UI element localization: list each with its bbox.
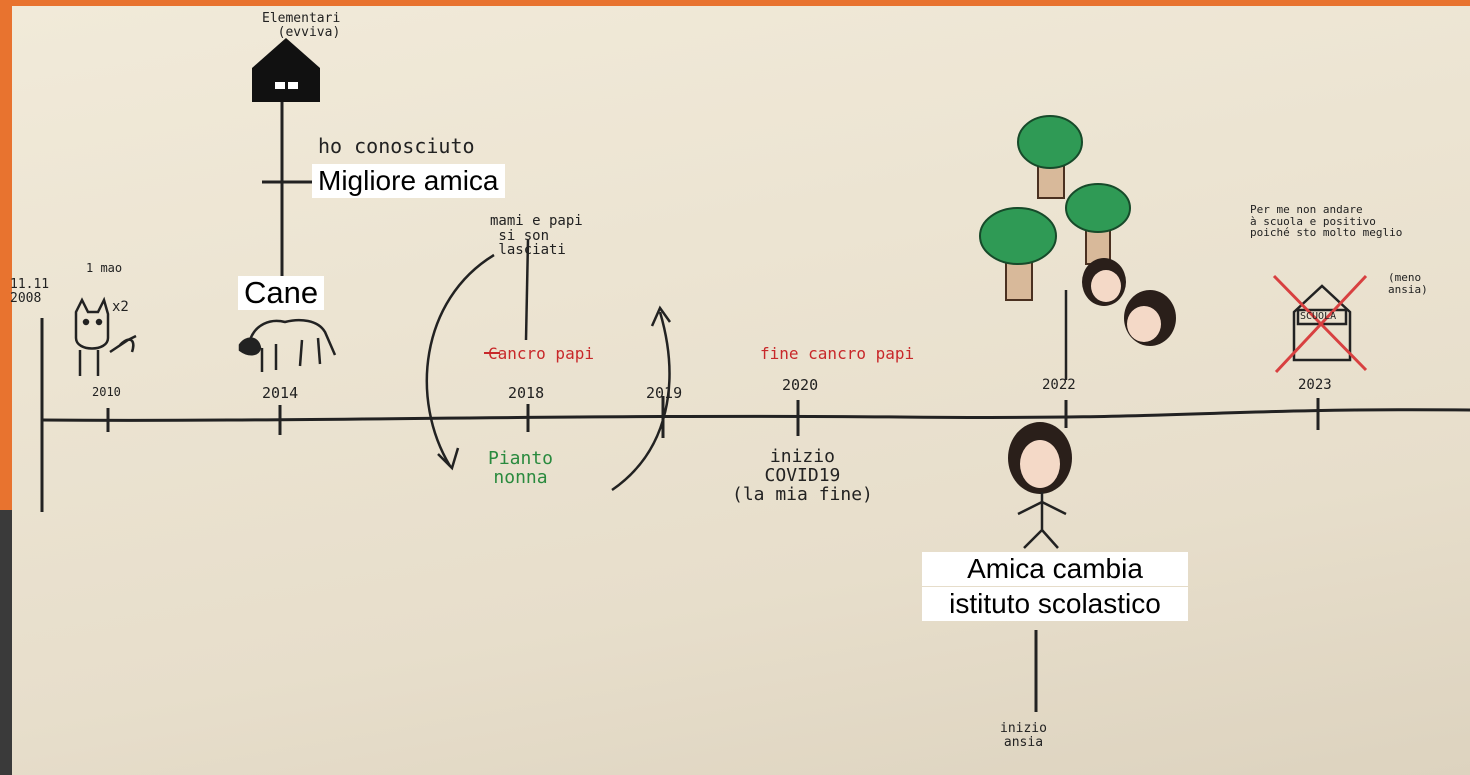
year-label: 2019 (646, 384, 683, 402)
year-label: 2023 (1298, 377, 1332, 393)
house-icon (252, 38, 320, 102)
tree-icon (979, 207, 1057, 301)
school-note: Per me non andare à scuola e positivo po… (1250, 203, 1403, 240)
orange-frame-left (0, 0, 12, 520)
tree-icon (1065, 183, 1131, 265)
year-label: 2010 (92, 385, 121, 399)
covid-note: inizio COVID19 (la mia fine) (732, 446, 873, 505)
school-sign-text: SCUOLA (1300, 311, 1337, 322)
arrow-up-right (611, 311, 671, 492)
friend-change-label-line2: istituto scolastico (922, 587, 1188, 621)
best-friend-label: Migliore amica (312, 164, 505, 198)
year-label: 2022 (1042, 377, 1076, 393)
parents-note: mami e papi si son lasciati (490, 213, 583, 259)
dark-frame-left (0, 510, 12, 775)
start-date: 11.11 2008 (10, 277, 50, 306)
cat-times-note: x2 (112, 299, 129, 315)
arrowhead-up (650, 305, 672, 327)
arrowhead-down (437, 447, 460, 471)
cross-icon (1272, 274, 1368, 374)
dog-label: Cane (238, 276, 325, 310)
arrow-down-left (425, 253, 495, 467)
cancer-note: Cancro papi (488, 344, 594, 363)
face-icon (1082, 258, 1126, 306)
grandma-note: Pianto nonna (488, 448, 554, 488)
dog-icon (238, 318, 337, 372)
year-label: 2020 (782, 376, 819, 394)
tree-icon (1017, 115, 1083, 199)
cat-icon (74, 296, 137, 376)
cancer-end-note: fine cancro papi (760, 344, 915, 363)
year-label: 2018 (508, 384, 545, 402)
orange-frame-top (0, 0, 1470, 6)
friend-change-label-line1: Amica cambia (922, 552, 1188, 586)
self-figure-icon (1008, 422, 1072, 549)
anxiety-start-note: inizio ansia (1000, 721, 1047, 750)
year-label: 2014 (262, 384, 299, 402)
met-friend-note: ho conosciuto (318, 134, 475, 158)
anxiety-paren-note: (meno ansia) (1388, 271, 1428, 296)
parents-line (524, 239, 530, 341)
face-icon (1124, 290, 1176, 346)
paper-sheet (12, 6, 1470, 775)
timeline-axis (41, 408, 1470, 422)
elementari-note: Elementari (evviva) (262, 11, 341, 40)
first-cat-note: 1 mao (86, 261, 123, 275)
